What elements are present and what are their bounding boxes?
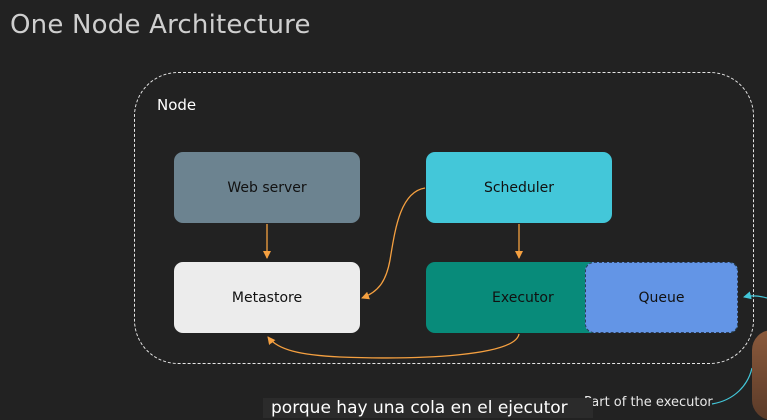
arrow-executor-metastore xyxy=(267,333,520,359)
annotation-line xyxy=(711,367,753,405)
webserver-box: Web server xyxy=(174,152,360,223)
metastore-box: Metastore xyxy=(174,262,360,333)
webserver-label: Web server xyxy=(227,179,307,196)
node-container xyxy=(134,72,754,364)
queue-label: Queue xyxy=(638,289,685,306)
node-label: Node xyxy=(157,96,197,114)
annotation-arrow xyxy=(743,291,767,300)
executor-label: Executor xyxy=(492,289,554,306)
slide-title: One Node Architecture xyxy=(10,10,311,40)
queue-box: Queue xyxy=(585,262,738,333)
annotation-part-of-executor: Part of the executor xyxy=(584,395,713,410)
presenter-avatar xyxy=(752,330,767,420)
scheduler-box: Scheduler xyxy=(426,152,612,223)
arrow-scheduler-metastore xyxy=(361,187,426,300)
scheduler-label: Scheduler xyxy=(483,179,555,196)
video-subtitle: porque hay una cola en el ejecutor xyxy=(263,398,593,418)
metastore-label: Metastore xyxy=(231,289,303,306)
